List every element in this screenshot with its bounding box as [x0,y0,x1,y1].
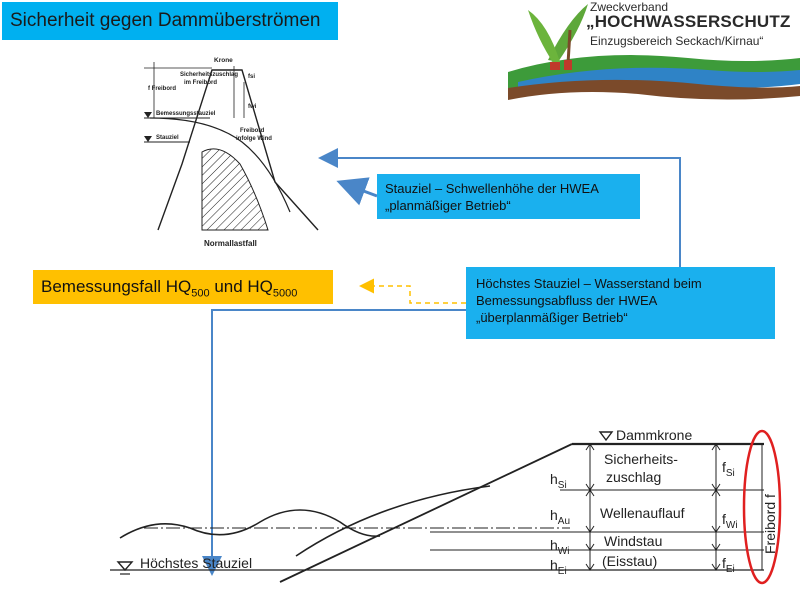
arrow-to-bemessungsstauziel [318,148,681,267]
label-freibord: f Freibord [148,86,176,92]
label-freibord-wind-1: Freibord [240,128,265,134]
label-sicherheitszuschlag-bottom-1: Sicherheits- [604,451,678,467]
wave-line [119,509,381,539]
dashed-arrow-to-bemessungsfall [359,278,466,304]
page-title: Sicherheit gegen Dammüberströmen [2,2,338,40]
label-hei: hEi [550,557,567,577]
arrow-to-stauziel [336,177,378,206]
bemessung-sub-5000: 5000 [272,287,298,300]
label-sicherheitszuschlag: Sicherheitszuschlag [180,72,238,78]
label-hoechstes-stauziel: Höchstes Stauziel [140,555,252,571]
callout-hoechstes-line3: „überplanmäßiger Betrieb“ [476,310,628,325]
callout-hoechstes-stauziel: Höchstes Stauziel – Wasserstand beim Bem… [466,267,775,339]
logo-text-einzugsbereich: Einzugsbereich Seckach/Kirnau“ [590,34,764,48]
label-normallastfall: Normallastfall [204,239,257,248]
label-im-freibord: im Freibord [184,80,217,86]
label-hau: hAu [550,507,570,527]
label-fwi-bottom: fWi [722,511,738,531]
label-stauziel: Stauziel [156,135,179,141]
label-bemessungsstauziel: Bemessungsstauziel [156,111,216,117]
freibord-highlight [742,429,782,585]
label-krone: Krone [214,57,233,64]
callout-hoechstes-line1: Höchstes Stauziel – Wasserstand beim [476,276,702,291]
arrow-to-hoechstes-stauziel [202,309,466,576]
callout-stauziel-line1: Stauziel – Schwellenhöhe der HWEA [385,181,599,196]
bemessung-mid: und HQ [209,277,273,296]
logo-graphic [508,4,800,100]
logo-text-zweckverband: Zweckverband [590,0,669,14]
label-freibord-wind-2: infolge Wind [236,136,272,142]
logo-text-hochwasserschutz: „HOCHWASSERSCHUTZ [586,12,791,31]
label-freibord-f: Freibord f [762,494,778,554]
label-wellenauflauf: Wellenauflauf [600,505,685,521]
label-hsi: hSi [550,471,567,491]
callout-bemessungsfall: Bemessungsfall HQ500 und HQ5000 [33,270,333,304]
label-fwi: fwi [248,104,257,110]
label-hwi: hWi [550,537,569,557]
label-eisstau: (Eisstau) [602,553,657,569]
top-dam-drawing: Krone Sicherheitszuschlag im Freibord fs… [144,57,319,248]
dam-slope [279,443,573,583]
label-fsi-bottom: fSi [722,459,735,479]
label-dammkrone: Dammkrone [616,427,692,443]
runup-curve [295,485,491,557]
label-sicherheitszuschlag-bottom-2: zuschlag [606,469,661,485]
label-fei-bottom: fEi [722,555,735,575]
callout-stauziel: Stauziel – Schwellenhöhe der HWEA „planm… [377,174,640,219]
callout-hoechstes-line2: Bemessungsabfluss der HWEA [476,293,658,308]
bemessung-sub-500: 500 [191,287,210,300]
callout-stauziel-line2: „planmäßiger Betrieb“ [385,198,511,213]
bottom-freeboard-diagram: Dammkrone hSi hAu hWi hEi Sicherheits- z… [110,427,782,585]
bemessung-prefix: Bemessungsfall HQ [41,277,192,296]
label-windstau: Windstau [604,533,662,549]
label-fsi: fsi [248,74,255,80]
